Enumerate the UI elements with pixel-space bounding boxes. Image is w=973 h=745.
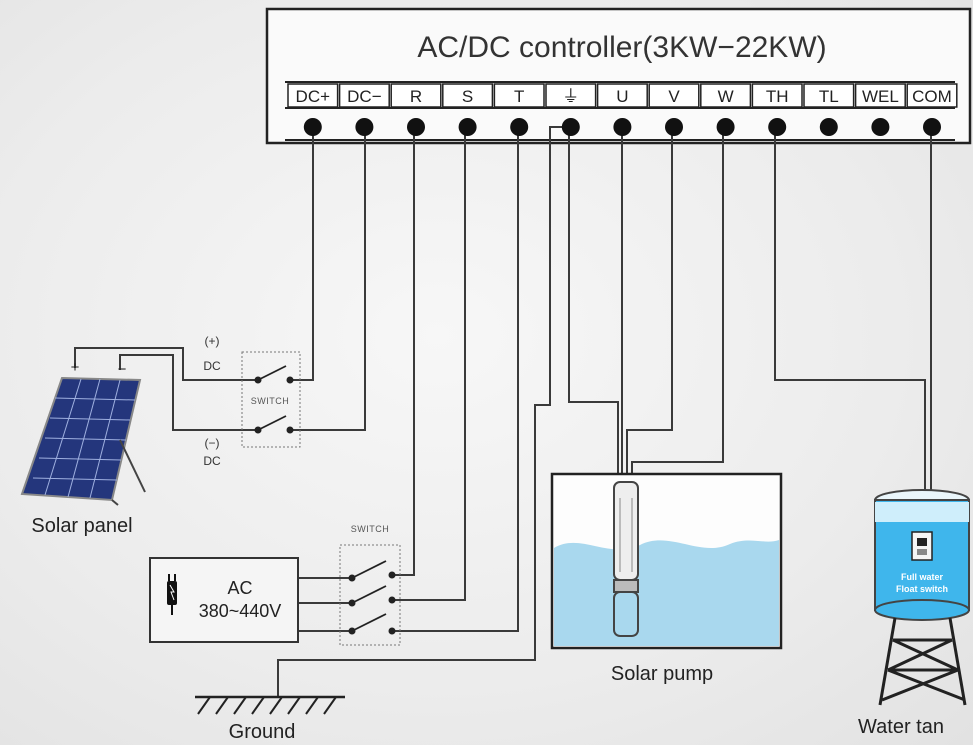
terminal-screw	[303, 118, 322, 136]
terminal-cell	[648, 83, 700, 108]
terminal-screw	[407, 118, 425, 136]
panel-minus-sign: −	[118, 361, 127, 378]
pump-well	[550, 472, 783, 650]
ground-symbol	[195, 695, 345, 715]
terminal-cell	[338, 83, 390, 108]
dc-positive-label: DC	[203, 359, 221, 373]
float-switch-icon	[911, 531, 933, 561]
terminal-screw	[871, 118, 890, 136]
terminal-screw	[665, 118, 683, 136]
ac-source: AC 380~440V	[149, 557, 299, 643]
dc-negative-sign: (−)	[205, 436, 220, 450]
ac-voltage: 380~440V	[199, 601, 282, 621]
terminal-cell	[906, 83, 958, 108]
ac-switch-label: SWITCH	[351, 524, 390, 534]
controller-title: AC/DC controller(3KW−22KW)	[417, 31, 826, 64]
terminal-label: S	[462, 87, 473, 106]
terminal-screw	[768, 118, 787, 136]
terminal-label: DC+	[296, 87, 331, 106]
dc-switch-label: SWITCH	[251, 396, 290, 406]
terminal-cell	[287, 83, 339, 108]
terminal-cell	[545, 83, 597, 108]
terminal-label: WEL	[862, 87, 899, 106]
tank-tower	[878, 617, 967, 706]
ground-caption: Ground	[229, 721, 296, 743]
terminal-screw	[510, 118, 529, 136]
terminal-label: U	[616, 87, 628, 106]
float-switch-line2: Float switch	[896, 584, 948, 594]
terminal-cell	[493, 83, 545, 108]
panel-plus-sign: +	[71, 359, 80, 376]
terminal-screw	[819, 118, 838, 136]
terminal-label: DC−	[347, 87, 382, 106]
terminal-label: V	[668, 87, 680, 106]
terminal-label: W	[718, 87, 734, 106]
float-switch-line1: Full water	[901, 572, 944, 582]
terminal-label: TH	[766, 87, 789, 106]
terminal-cell	[390, 83, 442, 108]
dc-switch: SWITCH	[241, 351, 301, 448]
terminal-label: COM	[912, 87, 952, 106]
terminal-strip: DC+ DC− R S T ⏚ U V W TH TL WEL COM	[287, 83, 958, 108]
terminal-screw	[458, 118, 477, 136]
dc-negative-label: DC	[203, 454, 221, 468]
water-tank-caption: Water tan	[858, 716, 944, 738]
solar-panel-caption: Solar panel	[31, 515, 132, 537]
terminal-cell	[442, 83, 494, 108]
terminal-screws	[303, 118, 941, 136]
terminal-label: T	[514, 87, 524, 106]
terminal-screw	[716, 118, 735, 136]
terminal-cell	[596, 83, 648, 108]
terminal-cell	[751, 83, 803, 108]
terminal-screw	[923, 118, 941, 136]
terminal-cell	[803, 83, 855, 108]
terminal-screw	[561, 118, 580, 136]
terminal-label: TL	[819, 87, 839, 106]
solar-panel-icon	[20, 376, 146, 506]
terminal-cell	[700, 83, 752, 108]
ac-label: AC	[227, 578, 252, 598]
submersible-pump-icon	[613, 481, 639, 637]
plug-icon	[167, 574, 177, 615]
dc-positive-sign: (+)	[205, 334, 220, 348]
terminal-screw	[613, 118, 632, 136]
water-tank: Full water Float switch	[874, 489, 970, 706]
pump-caption: Solar pump	[611, 663, 713, 685]
terminal-label: R	[410, 87, 422, 106]
terminal-label: ⏚	[562, 87, 579, 106]
terminal-cell	[854, 83, 906, 108]
wires	[74, 126, 932, 697]
terminal-screw	[355, 118, 374, 136]
ac-switch: SWITCH	[339, 524, 401, 646]
